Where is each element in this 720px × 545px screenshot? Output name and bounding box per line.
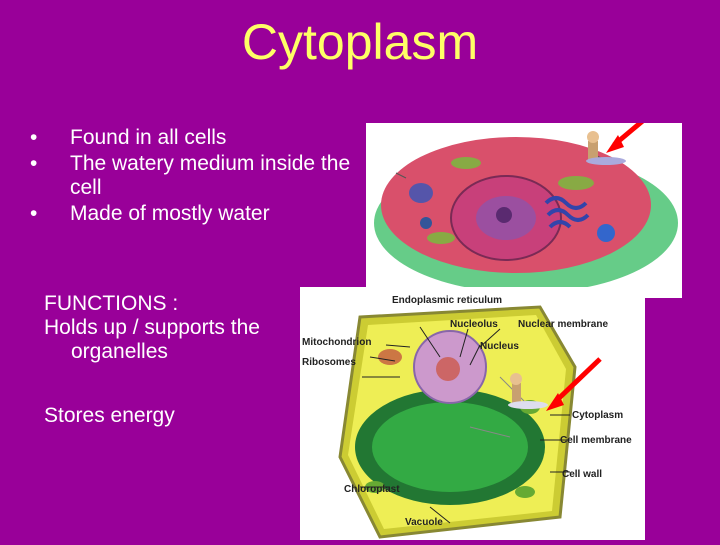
bullet-marker: • <box>30 202 37 226</box>
animal-cell-image <box>366 123 682 298</box>
functions-block: FUNCTIONS : Holds up / supports the orga… <box>44 292 304 364</box>
stores-energy-text: Stores energy <box>44 404 175 428</box>
label-nucleolus: Nucleolus <box>450 319 498 330</box>
slide-title: Cytoplasm <box>0 14 720 70</box>
functions-heading: FUNCTIONS : <box>44 292 304 316</box>
label-nuclear-membrane: Nuclear membrane <box>518 319 608 330</box>
label-cell-membrane: Cell membrane <box>560 435 632 446</box>
label-vacuole: Vacuole <box>405 517 443 528</box>
functions-line: Holds up / supports the <box>44 316 304 340</box>
label-cell-wall: Cell wall <box>562 469 602 480</box>
bullet-text: The watery medium inside the cell <box>70 152 350 199</box>
bullet-item: • The watery medium inside the cell <box>30 152 360 200</box>
label-cytoplasm: Cytoplasm <box>572 410 623 421</box>
label-nucleus: Nucleus <box>480 341 519 352</box>
bullet-list: • Found in all cells • The watery medium i… <box>30 126 360 228</box>
bullet-marker: • <box>30 152 37 176</box>
label-mitochondrion: Mitochondrion <box>302 337 371 348</box>
bullet-item: • Made of mostly water <box>30 202 360 226</box>
bullet-text: Found in all cells <box>70 126 226 149</box>
label-chloroplast: Chloroplast <box>344 484 400 495</box>
bullet-text: Made of mostly water <box>70 202 270 225</box>
label-endoplasmic-reticulum: Endoplasmic reticulum <box>392 295 502 306</box>
functions-line: organelles <box>44 340 304 364</box>
bullet-item: • Found in all cells <box>30 126 360 150</box>
label-ribosomes: Ribosomes <box>302 357 356 368</box>
plant-cell-image: Endoplasmic reticulum Nucleolus Nuclear … <box>300 287 645 540</box>
bullet-marker: • <box>30 126 37 150</box>
